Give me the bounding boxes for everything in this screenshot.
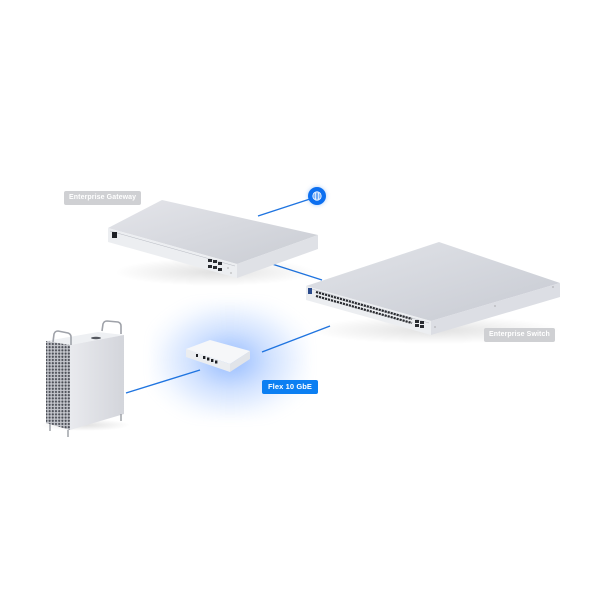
gateway-console-port (112, 232, 117, 238)
enterprise-gateway-device[interactable] (108, 200, 318, 286)
internet-globe-node[interactable] (308, 187, 326, 205)
enterprise-gateway-label: Enterprise Gateway (64, 191, 142, 205)
flex-ports (196, 354, 218, 364)
flex-10gbe-label: Flex 10 GbE (262, 380, 319, 394)
workstation-device[interactable] (40, 320, 130, 437)
enterprise-switch-label: Enterprise Switch (484, 328, 555, 342)
link-internet-gateway (257, 198, 311, 217)
globe-icon (312, 191, 322, 201)
gateway-ports (208, 259, 222, 271)
link-flex-workstation (125, 369, 201, 394)
flex-10gbe-device[interactable] (186, 340, 250, 372)
switch-console-port (308, 288, 312, 294)
switch-sfp-ports (415, 320, 424, 328)
switch-ports (315, 290, 413, 325)
